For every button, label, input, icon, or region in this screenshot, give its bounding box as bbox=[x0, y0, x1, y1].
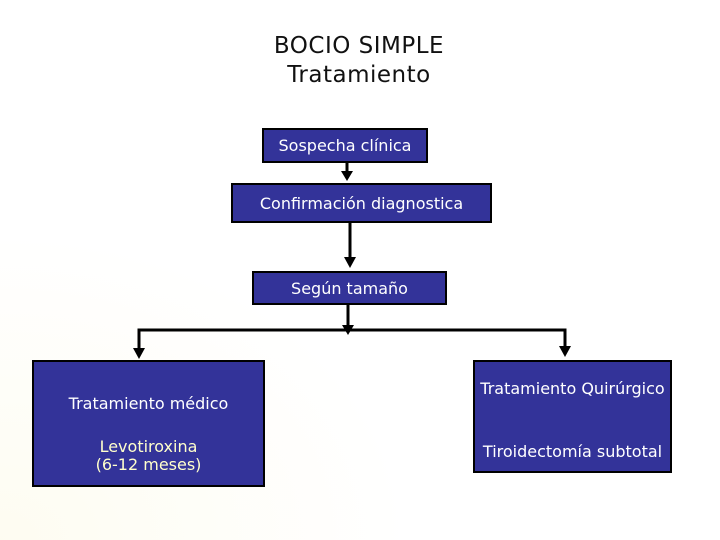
surgical-branch-detail: Tiroidectomía subtotal bbox=[482, 442, 663, 461]
slide-title: BOCIO SIMPLE Tratamiento bbox=[0, 32, 718, 90]
slide-title-line1: BOCIO SIMPLE bbox=[273, 33, 445, 59]
flow-step-confirmacion-diagnostica: Confirmación diagnostica bbox=[231, 183, 492, 223]
arrow-junction-to-surgical bbox=[559, 329, 571, 357]
flow-box-tratamiento-quirurgico: Tratamiento Quirúrgico Tiroidectomía sub… bbox=[473, 360, 672, 473]
slide-title-line2: Tratamiento bbox=[287, 62, 431, 88]
arrow-junction-to-medical bbox=[133, 329, 145, 359]
flow-step-sospecha-clinica: Sospecha clínica bbox=[262, 128, 428, 163]
flow-step-segun-tamano-label: Según tamaño bbox=[291, 278, 408, 298]
arrow-suspicion-to-confirmation bbox=[341, 161, 353, 181]
flow-step-segun-tamano: Según tamaño bbox=[252, 271, 447, 305]
flow-step-sospecha-clinica-label: Sospecha clínica bbox=[278, 136, 412, 155]
flow-box-tratamiento-medico: Tratamiento médico Levotiroxina (6-12 me… bbox=[32, 360, 265, 487]
surgical-branch-title: Tratamiento Quirúrgico bbox=[480, 379, 665, 398]
flow-step-confirmacion-diagnostica-label: Confirmación diagnostica bbox=[259, 193, 464, 213]
arrow-confirmation-to-size bbox=[344, 223, 356, 268]
medical-branch-detail-line1: Levotiroxina bbox=[99, 437, 198, 456]
medical-branch-detail-line2: (6-12 meses) bbox=[95, 455, 202, 474]
medical-branch-title: Tratamiento médico bbox=[68, 394, 229, 413]
